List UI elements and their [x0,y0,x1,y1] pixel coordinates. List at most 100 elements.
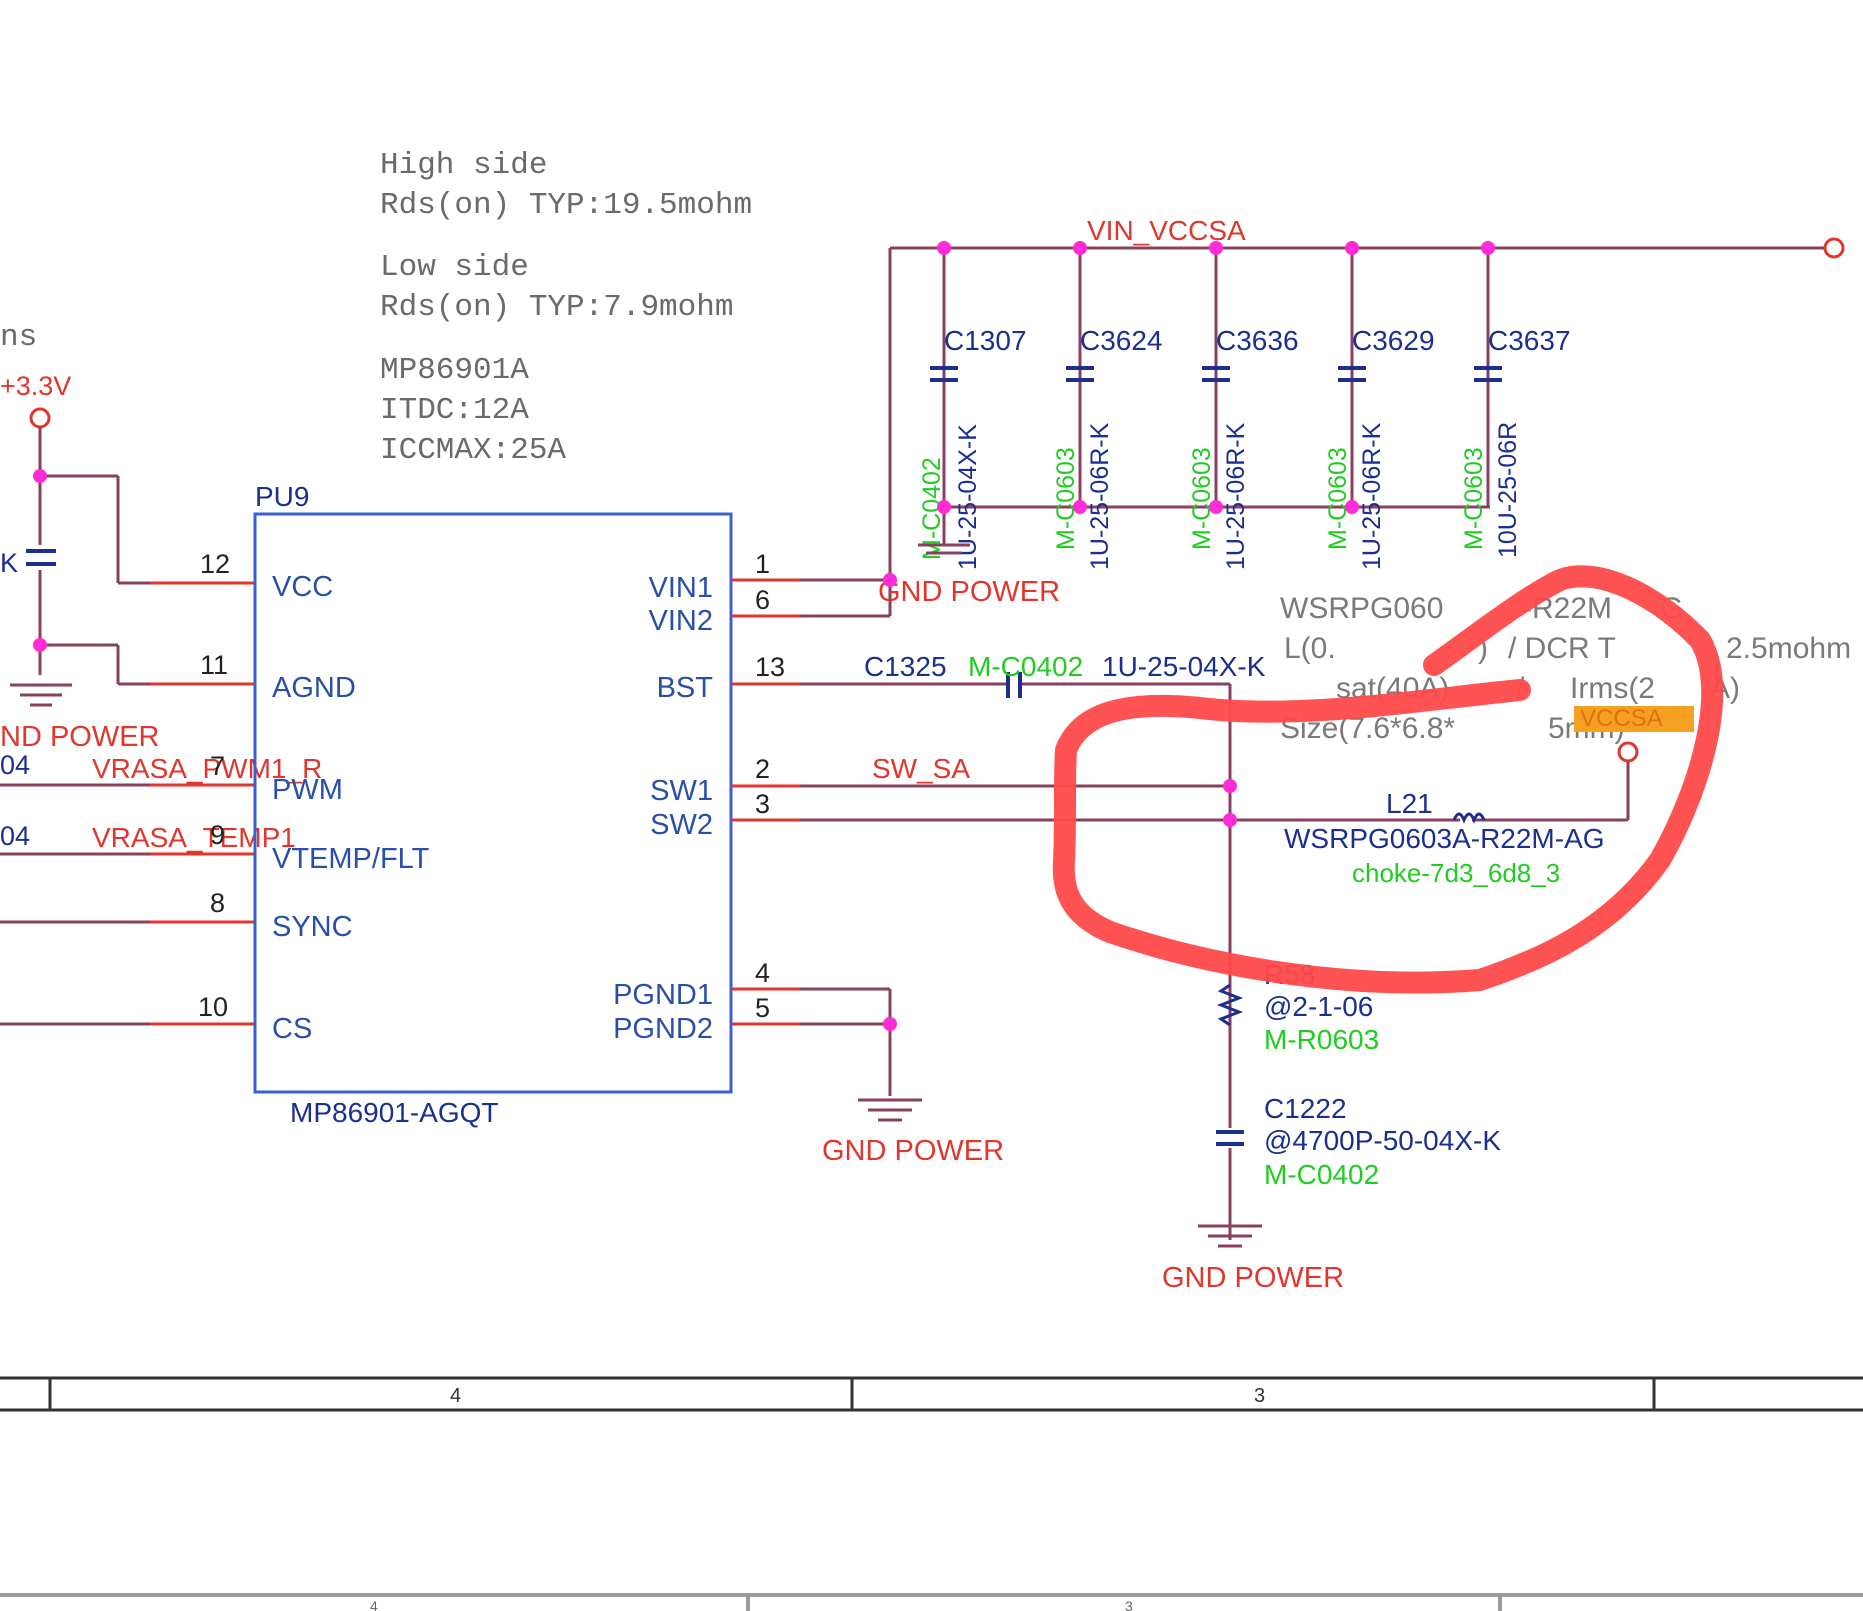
partial-label: ns [0,320,37,355]
junction-dot [937,500,951,514]
net-label-vin: VIN_VCCSA [1087,215,1246,246]
ground-symbol [1198,1224,1262,1248]
ic-refdes: PU9 [255,481,309,512]
bst-cap-symbol [1006,672,1022,698]
pgnd-wires [800,987,922,1122]
junction-dot [1223,779,1237,793]
junction-dot [1345,500,1359,514]
vcc-network [29,407,255,686]
frame-column-label: 4 [450,1385,461,1407]
pin-name: SYNC [272,911,353,943]
left-pin-stubs [150,581,255,1026]
gnd-power-label: ND POWER [0,721,160,753]
right-pin-stubs [731,578,800,1026]
junction-dot [1073,241,1087,255]
pin-number: 5 [755,993,770,1023]
vccsa-output-connector [1617,741,1639,763]
resistor-footprint: M-R0603 [1264,1024,1379,1055]
cap-footprint: M-C0603 [1052,447,1080,550]
cap-footprint: M-C0603 [1324,447,1352,550]
partial-label: 04 [0,750,30,780]
inductor-symbol [1452,812,1486,824]
cap-refdes: C1307 [944,325,1027,356]
highlight-label: VCCSA [1580,705,1663,732]
net-label-temp: VRASA_TEMP1 [92,822,296,853]
snubber-cap-symbol [1216,1130,1244,1146]
partial-label: K [0,548,18,578]
vin-junctions [883,241,1495,587]
cap-footprint: M-C0603 [1460,447,1488,550]
cap-bank-refdes: C1307 C3624 C3636 C3629 C3637 [944,325,1571,356]
cap-footprint: M-C0603 [1188,447,1216,550]
junction-dot [33,469,47,483]
cap-refdes: C3624 [1080,325,1163,356]
junction-dot [1209,241,1223,255]
cap-refdes: C3636 [1216,325,1299,356]
rail-3v3-label: +3.3V [0,371,71,401]
note-line: ICCMAX:25A [380,433,566,468]
junction-dot [937,241,951,255]
highlight-box [1574,706,1694,732]
bst-cap-refdes: C1325 [864,651,947,682]
junction-dot [1481,241,1495,255]
cap-refdes: C3629 [1352,325,1435,356]
pin-name: SW1 [650,775,713,807]
snubber-cap-footprint: M-C0402 [1264,1159,1379,1190]
ic-part-number: MP86901-AGQT [290,1097,499,1128]
pin-number: 11 [200,650,228,680]
ground-symbol [918,543,970,555]
inductor-notes: WSRPG060 -R22M G L(0. ) / DCR T 2.5mohm … [1280,592,1851,745]
junction-dot [1345,241,1359,255]
note-fragment: 2.5mohm [1726,632,1851,665]
note-fragment: Irms(2 [1570,672,1655,705]
frame-column-label: 4 [370,1598,378,1611]
ground-symbol [10,683,72,707]
inductor-refdes: L21 [1386,788,1433,819]
right-pin-numbers: 1 6 13 2 3 4 5 [755,549,785,1023]
cap-value: 1U-25-06R-K [1358,422,1386,570]
snubber-cap-value: @4700P-50-04X-K [1264,1125,1501,1156]
ic-body [253,512,733,1094]
note-line: Rds(on) TYP:7.9mohm [380,290,733,325]
junction-dot [1073,500,1087,514]
bst-cap-value: 1U-25-04X-K [1102,651,1266,682]
frame-border-lower [0,1593,1863,1611]
gnd-power-label: GND POWER [878,576,1060,608]
resistor-symbol [1216,983,1244,1027]
note-line: MP86901A [380,353,529,388]
pin-name: VIN1 [649,572,713,604]
cap-value: 1U-25-04X-K [954,424,982,570]
pin-number: 9 [210,820,225,850]
note-fragment: / DCR T [1508,632,1616,665]
vin-offpage-connector [1823,237,1845,259]
right-pin-names: VIN1 VIN2 BST SW1 SW2 PGND1 PGND2 [613,572,713,1045]
note-line: Low side [380,250,529,285]
gnd-power-label: GND POWER [1162,1262,1344,1294]
junction-dot [33,638,47,652]
pin-number: 3 [755,789,770,819]
bst-cap-footprint: M-C0402 [968,651,1083,682]
cap-value: 1U-25-06R-K [1086,422,1114,570]
inductor-part: WSRPG0603A-R22M-AG [1284,823,1605,854]
pin-name: PGND1 [613,979,713,1011]
left-pin-numbers: 12 11 7 9 8 10 [198,549,230,1022]
rail-3v3-connector [29,407,51,429]
resistor-value: @2-1-06 [1264,991,1373,1022]
note-line: Rds(on) TYP:19.5mohm [380,188,752,223]
frame-column-label: 3 [1125,1598,1133,1611]
pin-name: VTEMP/FLT [272,843,430,875]
cap-value: 10U-25-06R [1494,422,1522,558]
junction-dot [883,573,897,587]
note-fragment: L(0. [1284,632,1336,665]
pin-name: BST [657,672,714,704]
pin-number: 4 [755,958,770,988]
note-line: High side [380,148,547,183]
left-decoupling-cap [26,549,56,566]
pin-number: 2 [755,754,770,784]
notes-block: High side Rds(on) TYP:19.5mohm Low side … [380,148,752,468]
junction-dot [1223,813,1237,827]
pin-name: CS [272,1013,312,1045]
cap-value: 1U-25-06R-K [1222,422,1250,570]
pin-number: 6 [755,585,770,615]
red-hand-drawn-circle [1052,565,1724,994]
